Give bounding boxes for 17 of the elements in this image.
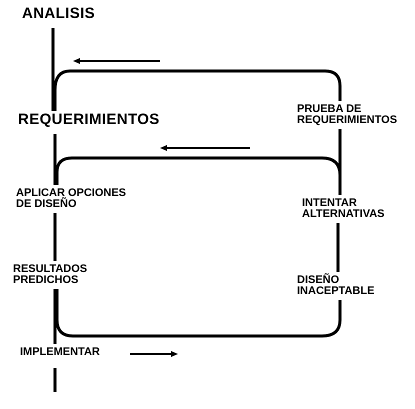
connector-line: [336, 223, 340, 272]
step-label: APLICAR OPCIONES DE DISEÑO: [16, 188, 136, 210]
connector-line: [54, 70, 342, 111]
step-label: REQUERIMIENTOS: [18, 114, 160, 125]
step-label: PRUEBA DE REQUERIMIENTOS: [297, 104, 409, 126]
connector-line: [54, 289, 56, 344]
connector-line: [54, 134, 56, 185]
step-label: INTENTAR ALTERNATIVAS: [302, 198, 397, 220]
step-label: DISEÑO INACEPTABLE: [297, 275, 397, 297]
step-label: RESULTADOS PREDICHOS: [13, 264, 93, 286]
connector-line: [56, 156, 342, 195]
connector-line: [52, 28, 54, 111]
step-label: IMPLEMENTAR: [20, 347, 100, 358]
connector-line: [56, 289, 342, 338]
connector-line: [54, 368, 56, 392]
step-label: ANALISIS: [22, 8, 96, 19]
connector-line: [54, 213, 56, 261]
